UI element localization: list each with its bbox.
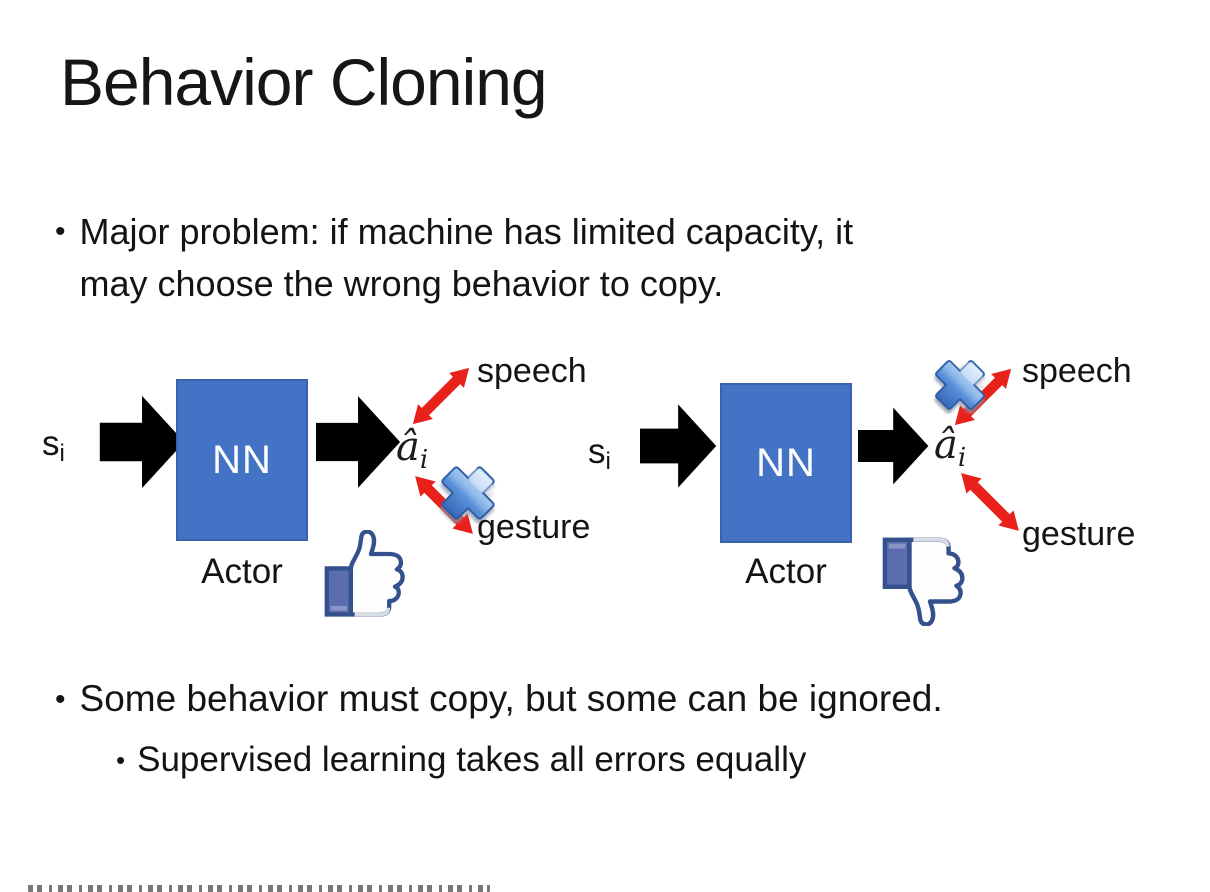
nn-label: NN: [756, 440, 816, 485]
right-gesture-label: gesture: [1022, 515, 1136, 553]
right-actor-label: Actor: [745, 552, 827, 591]
block-arrow-icon: [98, 394, 188, 490]
thumbs-up-icon: [322, 529, 418, 626]
block-arrow-icon: [316, 394, 402, 490]
left-gesture-label: gesture: [477, 508, 591, 546]
left-nn-box: NN: [176, 379, 308, 541]
cross-icon: [931, 356, 989, 414]
bullet-text: Some behavior must copy, but some can be…: [79, 678, 943, 719]
double-arrow-icon: [404, 358, 478, 434]
right-nn-box: NN: [720, 383, 852, 543]
block-arrow-icon: [640, 398, 718, 494]
page-title: Behavior Cloning: [60, 45, 548, 119]
cross-icon: [437, 462, 499, 524]
bullet-marker: •: [55, 215, 66, 248]
bullet-line: may choose the wrong behavior to copy.: [79, 263, 724, 304]
left-output-label: âi: [396, 424, 428, 475]
right-input-label: si: [588, 432, 611, 476]
input-subscript: i: [59, 440, 65, 467]
input-subscript: i: [605, 448, 611, 475]
block-arrow-icon: [858, 398, 930, 494]
output-subscript: i: [419, 445, 429, 475]
input-symbol: s: [42, 424, 60, 463]
right-speech-label: speech: [1022, 352, 1132, 390]
right-output-label: âi: [934, 422, 966, 473]
output-symbol: â: [934, 422, 958, 468]
thumbs-down-icon: [880, 528, 978, 627]
output-subscript: i: [957, 443, 967, 473]
left-input-label: si: [42, 424, 65, 468]
left-speech-label: speech: [477, 352, 587, 390]
bullet-marker: •: [55, 683, 66, 716]
bullet-line: Major problem: if machine has limited ca…: [79, 211, 854, 252]
left-actor-label: Actor: [201, 552, 283, 591]
bullet-supervised-learning: • Supervised learning takes all errors e…: [116, 736, 806, 784]
bullet-text: Supervised learning takes all errors equ…: [137, 740, 807, 779]
double-arrow-icon: [952, 463, 1028, 541]
bullet-marker: •: [116, 745, 126, 775]
bullet-some-behavior: • Some behavior must copy, but some can …: [55, 674, 943, 726]
nn-label: NN: [212, 437, 272, 482]
bullet-major-problem: • Major problem: if machine has limited …: [55, 206, 853, 310]
output-symbol: â: [396, 424, 420, 470]
clipped-bottom-text-strip: [28, 885, 490, 892]
input-symbol: s: [588, 432, 606, 471]
